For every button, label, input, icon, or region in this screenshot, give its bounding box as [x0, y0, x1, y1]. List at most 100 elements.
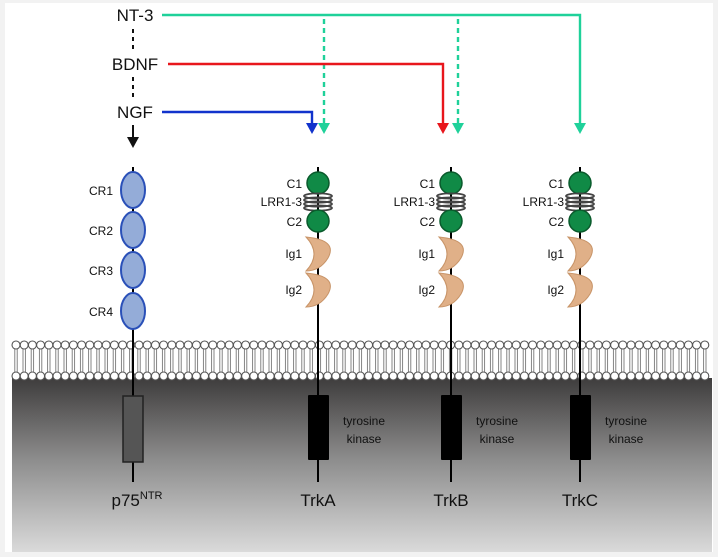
leucine-rich-repeat — [303, 192, 333, 200]
lipid-head — [528, 371, 538, 381]
lipid-head — [610, 371, 620, 381]
lipid-head — [142, 340, 152, 350]
lipid-head — [68, 371, 78, 381]
lipid-head — [323, 371, 333, 381]
domain-label-lrr1-3: LRR1-3 — [394, 195, 436, 209]
lipid-head — [216, 340, 226, 350]
domain-label-ig1: Ig1 — [285, 247, 302, 261]
lipid-head — [544, 371, 554, 381]
lipid-head — [118, 371, 128, 381]
domain-label-lrr1-3: LRR1-3 — [523, 195, 565, 209]
lipid-head — [552, 371, 562, 381]
domain-label-c2: C2 — [287, 215, 303, 229]
lipid-head — [191, 340, 201, 350]
lipid-head — [470, 371, 480, 381]
lipid-head — [700, 371, 710, 381]
lipid-head — [405, 371, 415, 381]
lipid-head — [183, 371, 193, 381]
lipid-head — [421, 340, 431, 350]
lipid-head — [216, 371, 226, 381]
leucine-rich-repeat — [436, 200, 466, 208]
lipid-head — [651, 371, 661, 381]
lipid-head — [167, 371, 177, 381]
lipid-head — [60, 340, 70, 350]
domain-label-c2: C2 — [420, 215, 436, 229]
lipid-head — [109, 371, 119, 381]
kinase-label-line2: kinase — [609, 432, 644, 446]
leucine-rich-repeat — [303, 196, 333, 204]
lipid-head — [511, 340, 521, 350]
ligand-label-bdnf: BDNF — [112, 55, 158, 74]
kinase-label-line1: tyrosine — [343, 414, 385, 428]
lipid-head — [347, 371, 357, 381]
receptor-name-text: TrkB — [433, 491, 468, 510]
lipid-head — [364, 371, 374, 381]
arrowhead-icon — [452, 123, 464, 134]
ligand-label-ngf: NGF — [117, 103, 153, 122]
lipid-head — [36, 340, 46, 350]
kinase-label-line2: kinase — [480, 432, 515, 446]
lipid-head — [585, 371, 595, 381]
lipid-head — [142, 371, 152, 381]
lipid-head — [626, 371, 636, 381]
lipid-head — [470, 340, 480, 350]
lipid-head — [519, 371, 529, 381]
lipid-head — [692, 340, 702, 350]
lipid-head — [388, 371, 398, 381]
cysteine-rich-domain — [120, 211, 146, 249]
lipid-head — [528, 340, 538, 350]
arrowhead-icon — [574, 123, 586, 134]
lipid-head — [175, 340, 185, 350]
lipid-head — [52, 371, 62, 381]
domain-label-cr1: CR1 — [89, 184, 113, 198]
lipid-head — [314, 340, 324, 350]
receptor-name-trka: TrkA — [300, 491, 336, 510]
leucine-rich-repeat — [436, 192, 466, 200]
lipid-head — [618, 371, 628, 381]
lipid-head — [364, 340, 374, 350]
lipid-head — [77, 371, 87, 381]
domain-label-cr4: CR4 — [89, 305, 113, 319]
arrowhead-icon — [306, 123, 318, 134]
lipid-head — [454, 340, 464, 350]
domain-label-ig2: Ig2 — [285, 283, 302, 297]
domain-label-lrr1-3: LRR1-3 — [261, 195, 303, 209]
lipid-head — [347, 340, 357, 350]
lipid-head — [11, 340, 21, 350]
tyrosine-kinase-domain — [441, 395, 462, 460]
lipid-head — [331, 371, 341, 381]
lipid-head — [683, 371, 693, 381]
lipid-head — [642, 371, 652, 381]
lipid-head — [692, 371, 702, 381]
receptors: CR1CR2CR3CR4p75NTRC1LRR1-3C2Ig1Ig2tyrosi… — [89, 167, 647, 510]
lipid-head — [109, 340, 119, 350]
lipid-head — [167, 340, 177, 350]
lipid-head — [569, 340, 579, 350]
lipid-head — [306, 371, 316, 381]
lipid-head — [85, 371, 95, 381]
lipid-head — [290, 371, 300, 381]
tyrosine-kinase-domain — [570, 395, 591, 460]
lipid-head — [421, 371, 431, 381]
lipid-head — [503, 371, 513, 381]
lipid-head — [626, 340, 636, 350]
lipid-head — [560, 340, 570, 350]
arrowhead-icon — [127, 137, 139, 148]
domain-label-cr3: CR3 — [89, 264, 113, 278]
lipid-head — [27, 340, 37, 350]
lipid-head — [323, 340, 333, 350]
lipid-head — [478, 371, 488, 381]
lipid-head — [134, 371, 144, 381]
p75-intracellular-domain — [122, 395, 144, 463]
leucine-rich-repeat — [565, 196, 595, 204]
cysteine-cluster-c1 — [306, 171, 330, 195]
lipid-head — [667, 340, 677, 350]
lipid-head — [462, 371, 472, 381]
lipid-head — [388, 340, 398, 350]
lipid-head — [618, 340, 628, 350]
lipid-head — [101, 371, 111, 381]
lipid-head — [224, 340, 234, 350]
lipid-head — [273, 340, 283, 350]
